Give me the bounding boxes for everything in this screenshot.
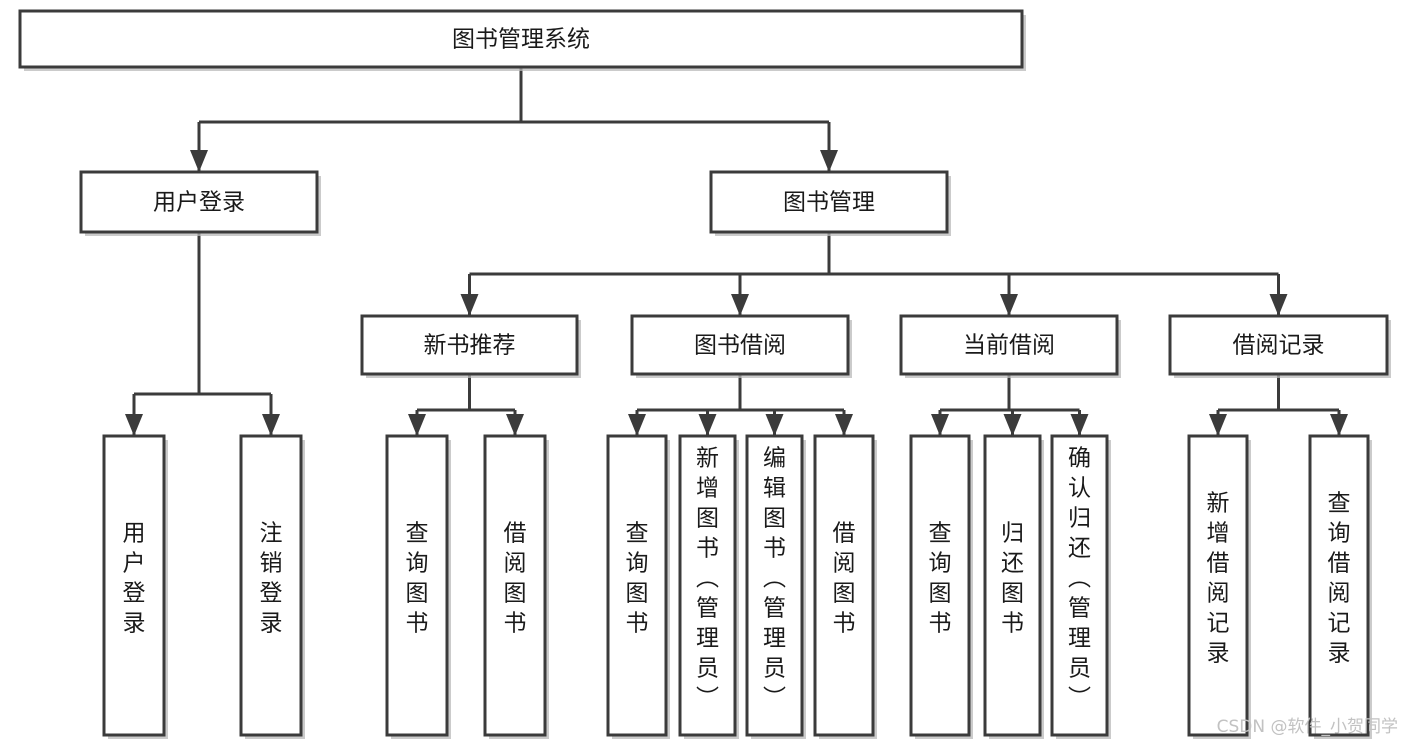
node-leaf-1[interactable]: 注销登录 bbox=[239, 434, 305, 739]
level3-3-to-leaves-arrow-1 bbox=[1330, 414, 1348, 436]
node-level3-1[interactable]: 图书借阅 bbox=[630, 314, 852, 378]
level3-1-to-leaves-arrow-1 bbox=[698, 414, 717, 436]
node-leaf-3[interactable]: 借阅图书 bbox=[483, 434, 549, 739]
level3-0-to-leaves-arrow-0 bbox=[408, 414, 426, 436]
node-label: 用户登录 bbox=[123, 521, 146, 637]
node-label: 新增图书︵管理员︶ bbox=[696, 446, 719, 712]
node-label: 查询借阅记录 bbox=[1328, 491, 1351, 667]
node-leaf-6[interactable]: 编辑图书︵管理员︶ bbox=[745, 434, 806, 739]
bookmgmt-to-level3-arrow-3 bbox=[1269, 294, 1288, 316]
root-to-level2-arrow-1 bbox=[820, 150, 838, 172]
node-leaf-10[interactable]: 确认归还︵管理员︶ bbox=[1050, 434, 1111, 739]
bookmgmt-to-level3-arrow-2 bbox=[1000, 294, 1018, 316]
node-label: 查询图书 bbox=[929, 521, 952, 637]
level3-1-to-leaves-arrow-3 bbox=[835, 414, 853, 436]
node-label: 图书借阅 bbox=[694, 333, 786, 359]
node-label: 新增借阅记录 bbox=[1207, 491, 1230, 667]
bookmgmt-to-level3-arrow-0 bbox=[460, 294, 479, 316]
node-label: 新书推荐 bbox=[424, 333, 516, 359]
node-leaf-0[interactable]: 用户登录 bbox=[102, 434, 168, 739]
level3-1-to-leaves-arrow-2 bbox=[765, 414, 784, 436]
node-leaf-7[interactable]: 借阅图书 bbox=[813, 434, 877, 739]
userlogin-to-leaves-arrow-1 bbox=[262, 414, 280, 436]
node-label: 编辑图书︵管理员︶ bbox=[763, 446, 786, 712]
node-level3-0[interactable]: 新书推荐 bbox=[360, 314, 581, 378]
boxes-layer: 图书管理系统用户登录图书管理新书推荐图书借阅当前借阅借阅记录用户登录注销登录查询… bbox=[18, 9, 1391, 739]
node-level2-0[interactable]: 用户登录 bbox=[79, 170, 321, 236]
node-label: 借阅图书 bbox=[504, 521, 527, 637]
node-level2-1[interactable]: 图书管理 bbox=[709, 170, 951, 236]
node-leaf-8[interactable]: 查询图书 bbox=[909, 434, 973, 739]
node-label: 当前借阅 bbox=[963, 333, 1055, 359]
level3-1-to-leaves-arrow-0 bbox=[628, 414, 646, 436]
node-label: 图书管理 bbox=[783, 190, 875, 216]
node-leaf-12[interactable]: 查询借阅记录 bbox=[1308, 434, 1372, 739]
userlogin-to-leaves-arrow-0 bbox=[125, 414, 143, 436]
node-label: 查询图书 bbox=[406, 521, 429, 637]
node-label: 查询图书 bbox=[626, 521, 649, 637]
node-leaf-2[interactable]: 查询图书 bbox=[385, 434, 451, 739]
bookmgmt-to-level3-arrow-1 bbox=[731, 294, 749, 316]
connectors-layer bbox=[125, 67, 1348, 436]
node-label: 确认归还︵管理员︶ bbox=[1068, 446, 1091, 712]
node-leaf-5[interactable]: 新增图书︵管理员︶ bbox=[678, 434, 739, 739]
node-level3-2[interactable]: 当前借阅 bbox=[899, 314, 1121, 378]
level3-2-to-leaves-arrow-2 bbox=[1070, 414, 1089, 436]
node-level3-3[interactable]: 借阅记录 bbox=[1168, 314, 1391, 378]
node-label: 注销登录 bbox=[260, 521, 283, 637]
root-to-level2-arrow-0 bbox=[190, 150, 208, 172]
node-label: 借阅记录 bbox=[1233, 333, 1325, 359]
node-label: 归还图书 bbox=[1001, 521, 1024, 637]
node-label: 借阅图书 bbox=[833, 521, 856, 637]
level3-3-to-leaves-arrow-0 bbox=[1209, 414, 1227, 436]
node-leaf-11[interactable]: 新增借阅记录 bbox=[1187, 434, 1251, 739]
level3-0-to-leaves-arrow-1 bbox=[506, 414, 524, 436]
level3-2-to-leaves-arrow-1 bbox=[1003, 414, 1022, 436]
node-leaf-9[interactable]: 归还图书 bbox=[983, 434, 1044, 739]
node-leaf-4[interactable]: 查询图书 bbox=[606, 434, 670, 739]
node-label: 用户登录 bbox=[153, 190, 245, 216]
watermark-text: CSDN @软件_小贺同学 bbox=[1217, 717, 1398, 737]
node-root-0[interactable]: 图书管理系统 bbox=[18, 9, 1026, 71]
node-label: 图书管理系统 bbox=[452, 27, 590, 53]
level3-2-to-leaves-arrow-0 bbox=[931, 414, 949, 436]
